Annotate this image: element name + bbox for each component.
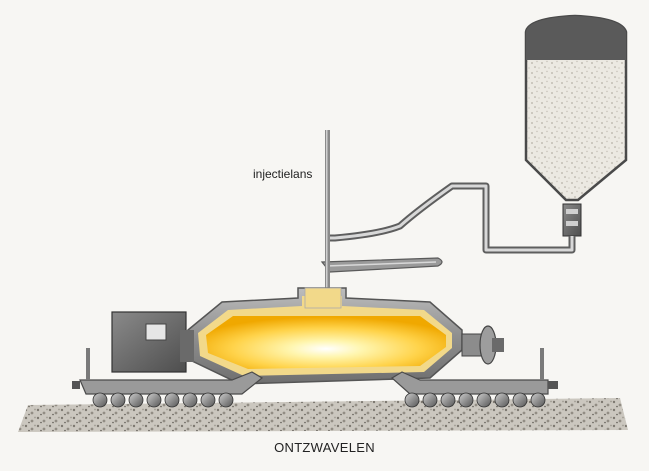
lance-support-arm xyxy=(320,257,443,273)
drive-motor-housing xyxy=(111,311,194,373)
powder-silo xyxy=(524,14,628,237)
silo-valve xyxy=(562,203,582,237)
left-wheels xyxy=(92,392,234,408)
diagram-caption: ONTZWAVELEN xyxy=(274,440,375,455)
torpedo-ladle xyxy=(187,287,463,385)
powder-supply-pipe xyxy=(330,182,576,254)
molten-iron xyxy=(206,316,446,369)
left-chassis xyxy=(72,348,264,395)
rotation-bearing xyxy=(461,325,504,365)
injection-lance-label: injectielans xyxy=(253,167,313,181)
right-wheels xyxy=(404,392,546,408)
injection-lance xyxy=(325,130,330,360)
